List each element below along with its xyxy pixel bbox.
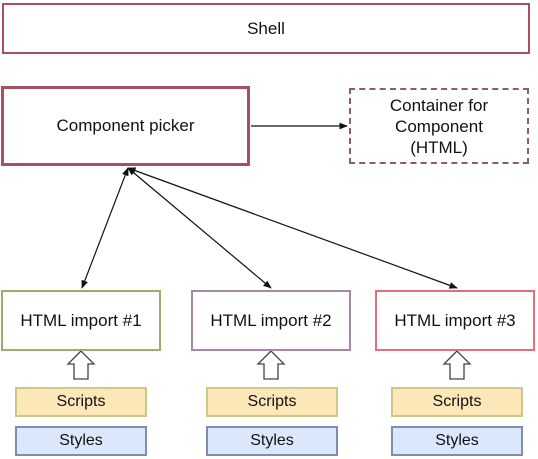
arrow-picker-import-1 — [81, 167, 129, 289]
component-picker-label: Component picker — [56, 116, 195, 135]
shell-label: Shell — [247, 18, 285, 38]
scripts-box-1: Scripts — [15, 387, 147, 417]
styles-label-3: Styles — [435, 432, 479, 449]
styles-box-2: Styles — [206, 426, 338, 456]
styles-label-1: Styles — [59, 432, 103, 449]
component-container-box: Container for Component (HTML) — [349, 88, 529, 164]
html-import-1-box: HTML import #1 — [1, 290, 161, 351]
component-container-label: Container for Component (HTML) — [389, 95, 489, 157]
styles-box-1: Styles — [15, 426, 147, 456]
up-arrow-icon-2 — [256, 350, 286, 380]
html-import-3-box: HTML import #3 — [375, 290, 535, 351]
arrow-picker-import-3 — [127, 167, 458, 289]
html-import-2-box: HTML import #2 — [191, 290, 351, 351]
component-picker-box: Component picker — [1, 86, 250, 166]
styles-box-3: Styles — [391, 426, 523, 456]
scripts-box-2: Scripts — [206, 387, 338, 417]
up-arrow-icon-1 — [66, 350, 96, 380]
html-import-3-label: HTML import #3 — [394, 310, 516, 330]
styles-label-2: Styles — [250, 432, 294, 449]
shell-box: Shell — [2, 3, 530, 54]
arrow-picker-import-2 — [127, 167, 272, 289]
scripts-label-3: Scripts — [432, 393, 482, 410]
html-import-2-label: HTML import #2 — [210, 310, 332, 330]
html-import-1-label: HTML import #1 — [20, 310, 142, 330]
scripts-label-2: Scripts — [247, 393, 297, 410]
up-arrow-icon-3 — [442, 350, 472, 380]
scripts-label-1: Scripts — [56, 393, 106, 410]
scripts-box-3: Scripts — [391, 387, 523, 417]
